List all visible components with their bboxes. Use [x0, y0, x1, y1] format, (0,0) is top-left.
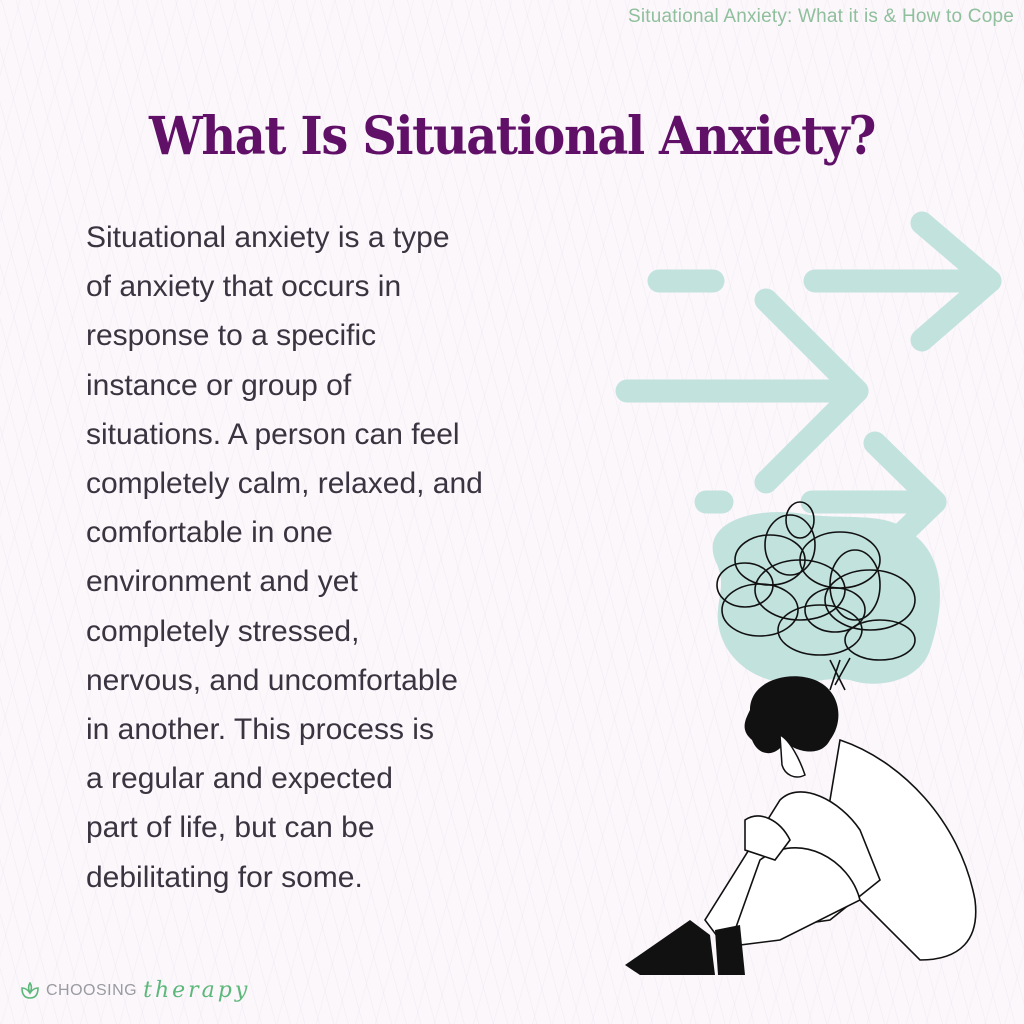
hair	[744, 676, 839, 754]
body-line: debilitating for some.	[86, 860, 363, 894]
tangled-thoughts-icon	[716, 501, 916, 691]
body-line: situations. A person can feel	[86, 417, 460, 451]
body-line: part of life, but can be	[86, 811, 375, 845]
person-figure	[704, 738, 977, 961]
body-line: environment and yet	[86, 565, 358, 599]
body-line: nervous, and uncomfortable	[86, 663, 458, 697]
page-title: What Is Situational Anxiety?	[149, 106, 876, 167]
arrows-icon	[615, 211, 1002, 572]
body-line: instance or group of	[86, 368, 352, 402]
body-line: of anxiety that occurs in	[86, 270, 402, 304]
face	[779, 733, 806, 778]
brand-word-therapy: therapy	[143, 978, 251, 1003]
body-line: completely calm, relaxed, and	[86, 467, 483, 501]
body-line: a regular and expected	[86, 762, 393, 796]
lotus-icon	[21, 981, 39, 999]
body-line: in another. This process is	[86, 713, 434, 747]
thought-blob	[712, 512, 940, 684]
body-paragraph: Situational anxiety is a type of anxiety…	[86, 213, 606, 902]
brand-word-choosing: CHOOSING	[46, 981, 138, 999]
body-line: response to a specific	[86, 319, 377, 353]
anxious-person-illustration	[615, 211, 1002, 975]
brand-logo[interactable]: CHOOSING therapy	[20, 978, 250, 1003]
shoes-icon	[625, 920, 745, 975]
body-line: completely stressed,	[86, 614, 360, 648]
body-line: comfortable in one	[86, 516, 333, 550]
body-line: Situational anxiety is a type	[86, 221, 450, 254]
page-caption: Situational Anxiety: What it is & How to…	[627, 6, 1014, 27]
